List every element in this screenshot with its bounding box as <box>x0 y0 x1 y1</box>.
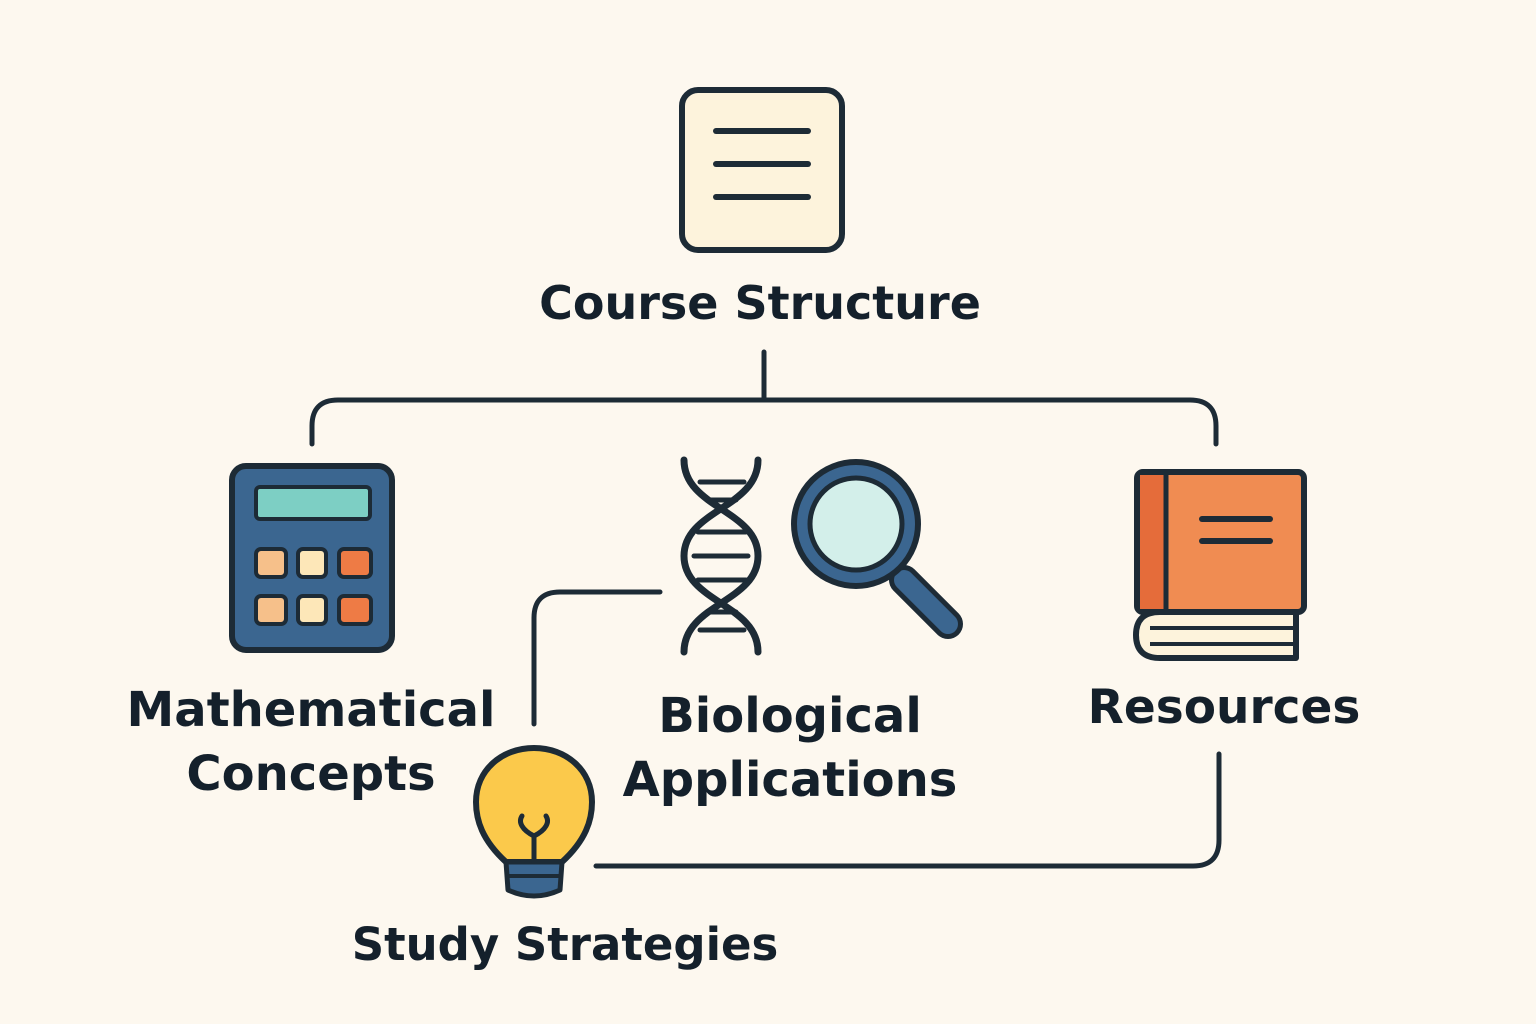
resources-study-connector <box>593 751 1222 869</box>
branch-connector <box>309 397 1219 447</box>
calculator-icon <box>229 463 395 653</box>
lightbulb-icon <box>473 745 595 899</box>
mathematical-concepts-line-2: Concepts <box>186 746 436 802</box>
book-icon <box>1133 469 1307 661</box>
bio-study-connector <box>531 589 663 727</box>
mathematical-concepts-label: Mathematical Concepts <box>96 678 526 806</box>
connectors <box>309 349 1222 869</box>
biological-applications-line-2: Applications <box>622 752 958 808</box>
biological-applications-label: Biological Applications <box>570 684 1010 812</box>
resources-text: Resources <box>1087 680 1361 735</box>
course-structure-text: Course Structure <box>539 276 981 330</box>
dna-icon <box>680 456 762 656</box>
magnifying-glass-icon <box>791 459 963 639</box>
study-strategies-label: Study Strategies <box>300 918 830 972</box>
document-icon <box>679 87 845 253</box>
study-strategies-text: Study Strategies <box>351 918 779 971</box>
course-structure-label: Course Structure <box>460 276 1060 331</box>
resources-label: Resources <box>1050 680 1398 736</box>
biological-applications-line-1: Biological <box>658 688 922 744</box>
mathematical-concepts-line-1: Mathematical <box>126 682 496 738</box>
